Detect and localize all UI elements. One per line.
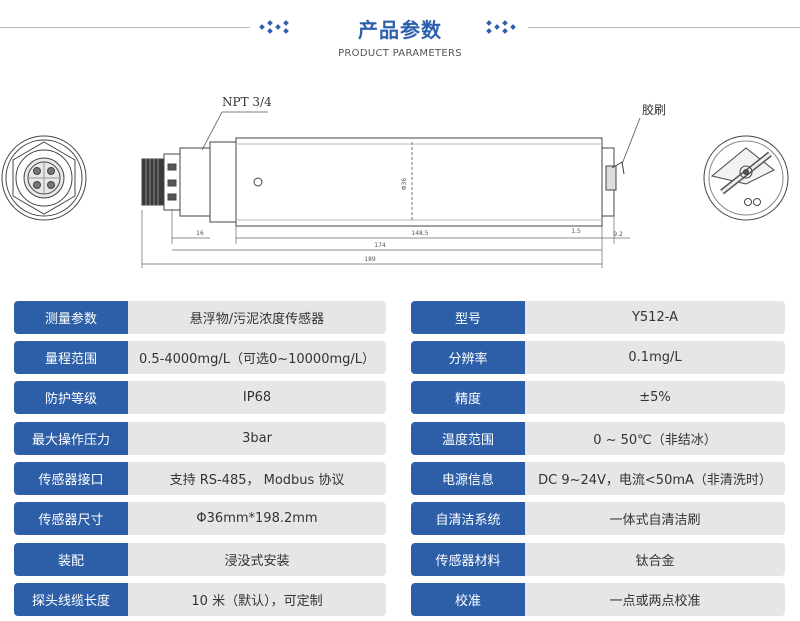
header-divider-right: [528, 27, 800, 28]
spec-key: 测量参数: [14, 301, 128, 334]
section-header: 产品参数 PRODUCT PARAMETERS: [0, 0, 800, 70]
spec-value: Φ36mm*198.2mm: [128, 502, 386, 535]
header-divider-left: [0, 27, 250, 28]
dim-174: 174: [374, 242, 386, 249]
spec-row: 装配 浸没式安装 传感器材料 钛合金: [14, 543, 786, 576]
spec-key: 传感器接口: [14, 462, 128, 495]
page-subtitle: PRODUCT PARAMETERS: [338, 48, 462, 59]
spec-key: 最大操作压力: [14, 422, 128, 455]
spec-key: 量程范围: [14, 341, 128, 374]
spec-value: 0 ~ 50℃（非结冰）: [525, 422, 785, 455]
spec-value: 支持 RS-485， Modbus 协议: [128, 462, 386, 495]
spec-key: 传感器尺寸: [14, 502, 128, 535]
spec-key: 电源信息: [411, 462, 525, 495]
spec-value: 浸没式安装: [128, 543, 386, 576]
spec-key: 校准: [411, 583, 525, 616]
spec-value: 0.5-4000mg/L（可选0~10000mg/L）: [128, 341, 386, 374]
spec-key: 自清洁系统: [411, 502, 525, 535]
spec-row: 探头线缆长度 10 米（默认），可定制 校准 一点或两点校准: [14, 583, 786, 616]
spec-row: 传感器接口 支持 RS-485， Modbus 协议 电源信息 DC 9~24V…: [14, 462, 786, 495]
spec-value: 悬浮物/污泥浓度传感器: [128, 301, 386, 334]
sensor-side-view: Φ36: [141, 137, 625, 227]
spec-value: 一点或两点校准: [525, 583, 785, 616]
spec-value: 3bar: [128, 422, 386, 455]
page-title: 产品参数: [358, 18, 442, 42]
dim-16: 16: [196, 230, 204, 237]
diamond-ornament-icon: [259, 20, 289, 34]
dim-189: 189: [364, 256, 376, 263]
spec-row: 最大操作压力 3bar 温度范围 0 ~ 50℃（非结冰）: [14, 422, 786, 455]
spec-key: 温度范围: [411, 422, 525, 455]
spec-value: 一体式自清洁刷: [525, 502, 785, 535]
dim-148-5: 148.5: [411, 230, 428, 237]
spec-key: 装配: [14, 543, 128, 576]
spec-value: DC 9~24V，电流<50mA（非清洗时）: [525, 462, 785, 495]
spec-row: 测量参数 悬浮物/污泥浓度传感器 型号 Y512-A: [14, 301, 786, 334]
spec-key: 精度: [411, 381, 525, 414]
diamond-ornament-icon: [486, 20, 516, 34]
spec-key: 传感器材料: [411, 543, 525, 576]
dim-9-2: 9.2: [613, 231, 623, 238]
spec-row: 量程范围 0.5-4000mg/L（可选0~10000mg/L） 分辨率 0.1…: [14, 341, 786, 374]
connector-end-view: [1, 135, 87, 221]
brush-end-view: [703, 135, 789, 221]
spec-value: 0.1mg/L: [525, 341, 785, 374]
spec-value: ±5%: [525, 381, 785, 414]
dim-1-5: 1.5: [571, 228, 581, 235]
spec-key: 防护等级: [14, 381, 128, 414]
sensor-technical-drawing: Φ36 NPT 3/4 胶刷 16 148.5 1.5 9.2 174 189: [1, 95, 789, 268]
spec-key: 型号: [411, 301, 525, 334]
spec-value: IP68: [128, 381, 386, 414]
spec-value: Y512-A: [525, 301, 785, 334]
thread-label: NPT 3/4: [222, 95, 272, 109]
spec-row: 传感器尺寸 Φ36mm*198.2mm 自清洁系统 一体式自清洁刷: [14, 502, 786, 535]
dim-diameter: Φ36: [401, 178, 408, 191]
brush-label: 胶刷: [642, 102, 666, 117]
spec-key: 分辨率: [411, 341, 525, 374]
spec-key: 探头线缆长度: [14, 583, 128, 616]
dimension-lines: [141, 210, 630, 268]
spec-value: 钛合金: [525, 543, 785, 576]
spec-value: 10 米（默认），可定制: [128, 583, 386, 616]
drawing-leaders: [201, 111, 641, 165]
spec-row: 防护等级 IP68 精度 ±5%: [14, 381, 786, 414]
